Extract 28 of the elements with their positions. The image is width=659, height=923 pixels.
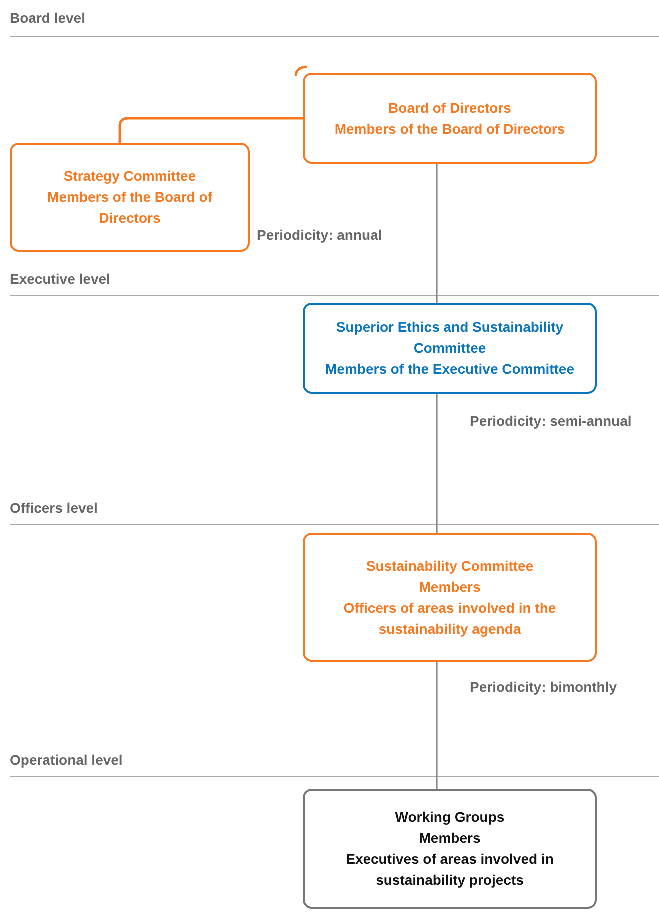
committee-name: Sustainability Committee (366, 556, 534, 576)
connector-line (118, 117, 303, 143)
committee-members: Executives of areas involved in sustainability projects (345, 850, 555, 890)
committee-members: Members of the Executive Committee (326, 360, 574, 379)
periodicity-note: Periodicity: semi-annual (470, 413, 632, 429)
committee-members: Members (419, 829, 481, 848)
committee-name: Superior Ethics and Sustainability Committee (335, 318, 565, 358)
periodicity-note: Periodicity: annual (257, 227, 382, 243)
committee-members: Members of the Board of Directors (334, 120, 566, 138)
connector-line (436, 662, 438, 789)
committee-name: Strategy Committee (64, 167, 196, 186)
committee-box (303, 789, 597, 909)
periodicity-note: Periodicity: bimonthly (470, 679, 618, 695)
level-heading: Officers level (10, 500, 98, 516)
committee-members: Officers of areas involved in the sustainability agenda (342, 598, 558, 639)
committee-name: Working Groups (395, 808, 505, 827)
level-heading: Board level (10, 10, 86, 26)
committee-box (303, 73, 597, 164)
committee-box (10, 143, 250, 252)
committee-box (303, 533, 597, 662)
connector-line (436, 164, 438, 303)
committee-members: Members of the Board of Directors (46, 188, 214, 228)
level-heading: Executive level (10, 271, 110, 287)
committee-members: Members (419, 578, 481, 596)
committee-box (303, 303, 597, 394)
level-heading: Operational level (10, 752, 123, 768)
connector-line (436, 394, 438, 533)
committee-name: Board of Directors (388, 98, 512, 118)
